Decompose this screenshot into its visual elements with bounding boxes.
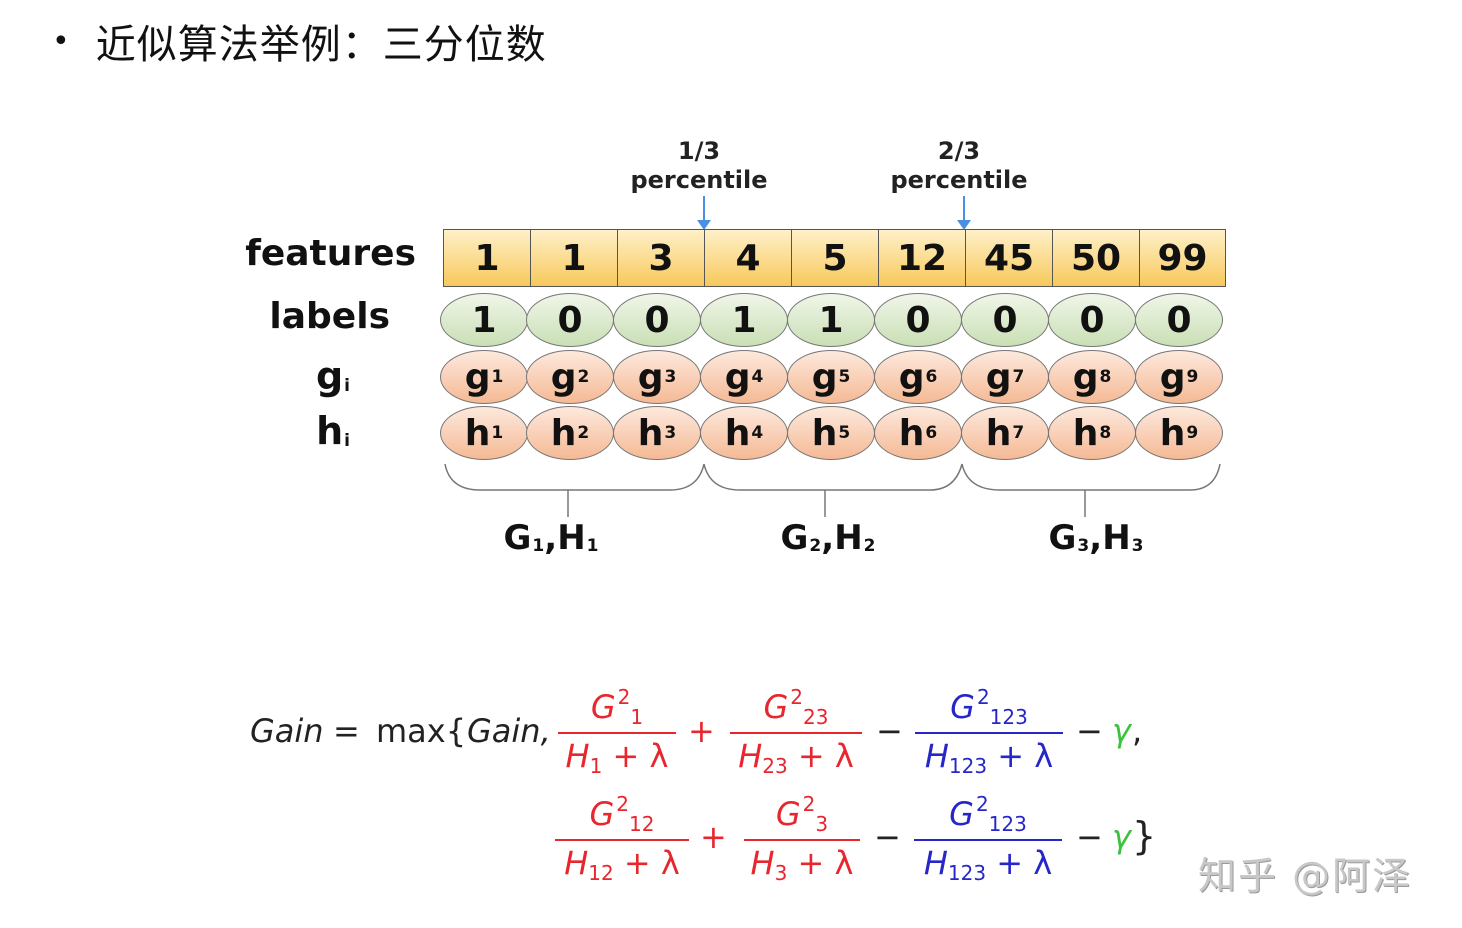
feature-cell: 45: [965, 229, 1052, 287]
group-label-1: G1,H1: [503, 518, 599, 558]
percentile-marker-1-3: 1/3 percentile: [609, 137, 789, 195]
feature-cell: 99: [1139, 229, 1226, 287]
percentile-label: percentile: [630, 166, 768, 194]
feature-cell: 5: [791, 229, 878, 287]
minus-sign: −: [876, 712, 903, 750]
watermark: 知乎 @阿泽: [1198, 854, 1413, 898]
minus-sign: −: [1076, 712, 1103, 750]
arrow-down-icon: [697, 196, 711, 230]
group-label-3: G3,H3: [1048, 518, 1144, 558]
brace-group-2: [703, 463, 963, 491]
bullet: •: [52, 23, 70, 59]
row-label-g: gi: [240, 354, 350, 398]
comma: ,: [1132, 712, 1143, 750]
closing-brace: }: [1132, 814, 1157, 858]
feature-cell: 50: [1052, 229, 1139, 287]
minus-sign: −: [874, 818, 901, 856]
minus-sign: −: [1076, 818, 1103, 856]
group-label-2: G2,H2: [780, 518, 876, 558]
feature-cell: 12: [878, 229, 965, 287]
percentile-fraction: 2/3: [937, 137, 981, 165]
feature-cell: 4: [704, 229, 791, 287]
slide-heading: • 近似算法举例：三分位数: [52, 12, 547, 70]
formula-lhs: Gain: [250, 712, 324, 750]
formula-gain-term: Gain,: [467, 712, 551, 750]
label-cell: 0: [874, 293, 962, 347]
row-label-features: features: [245, 233, 416, 274]
row-label-labels: labels: [269, 296, 390, 337]
plus-sign: +: [688, 712, 715, 750]
plus-sign: +: [700, 818, 727, 856]
g-symbol: g: [315, 354, 344, 398]
g-subscript: i: [344, 376, 350, 396]
h-symbol: h: [316, 409, 344, 453]
h-subscript: i: [344, 431, 350, 451]
brace-group-1: [444, 463, 705, 491]
feature-cell: 3: [617, 229, 704, 287]
label-cell: 1: [440, 293, 528, 347]
percentile-label: percentile: [890, 166, 1028, 194]
heading-text: 近似算法举例：三分位数: [95, 22, 547, 68]
group-braces: [444, 463, 1221, 517]
label-cell: 1: [700, 293, 788, 347]
feature-cell: 1: [530, 229, 617, 287]
label-cell: 0: [1048, 293, 1136, 347]
gamma: γ: [1112, 712, 1131, 750]
formula-max: max{: [376, 712, 467, 750]
formula-equals: =: [333, 712, 360, 750]
label-cell: 0: [613, 293, 701, 347]
label-cell: 0: [961, 293, 1049, 347]
row-label-h: hi: [240, 409, 350, 453]
percentile-fraction: 1/3: [677, 137, 721, 165]
label-cell: 0: [526, 293, 614, 347]
percentile-marker-2-3: 2/3 percentile: [869, 137, 1049, 195]
label-cell: 0: [1135, 293, 1223, 347]
label-cell: 1: [787, 293, 875, 347]
brace-group-3: [961, 463, 1221, 491]
gamma: γ: [1112, 818, 1131, 856]
arrow-down-icon: [957, 196, 971, 230]
feature-cell: 1: [443, 229, 530, 287]
